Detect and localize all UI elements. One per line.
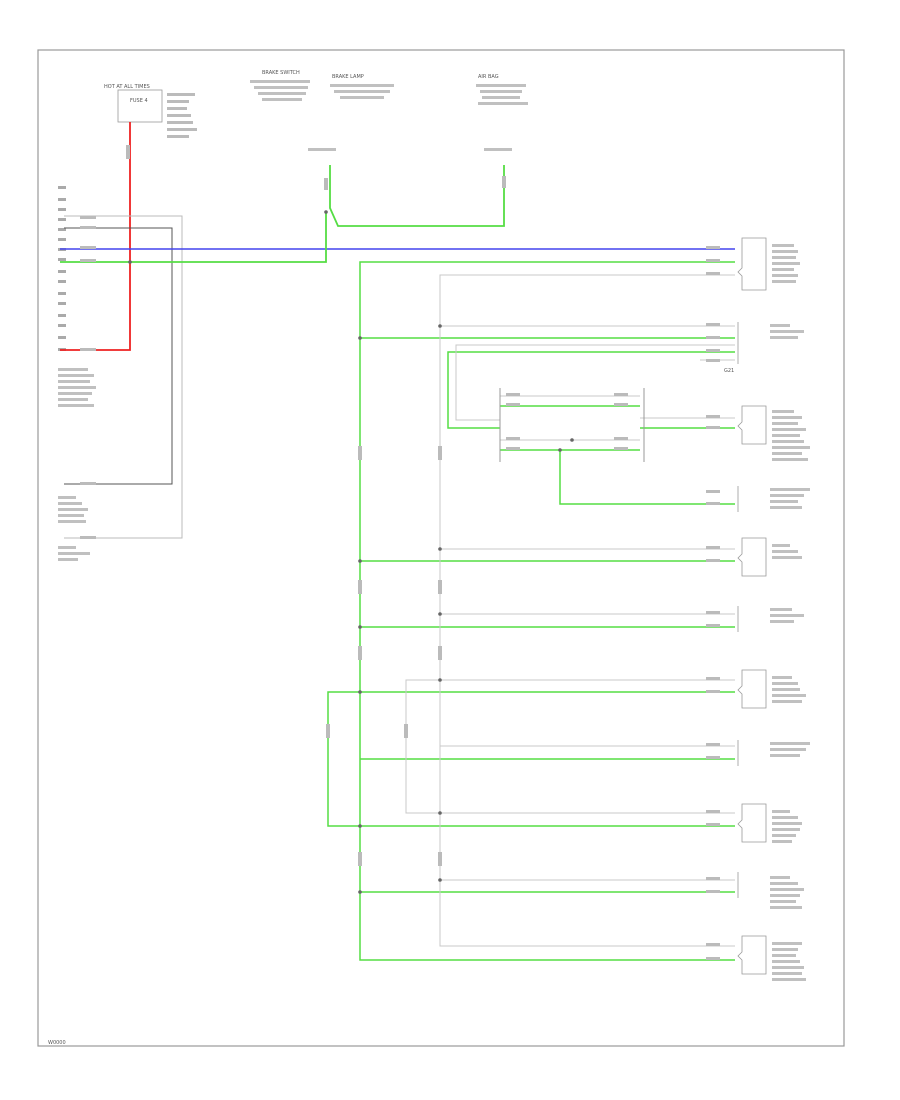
component-notes: [770, 244, 810, 981]
fuse-label: FUSE 4: [130, 98, 148, 104]
wire-green-main: [60, 165, 505, 263]
wire-labels-right: [80, 216, 720, 960]
fuse-box-notes: [167, 93, 197, 138]
header-brake-switch: BRAKE SWITCH: [262, 70, 300, 76]
fuse-box-title: HOT AT ALL TIMES: [104, 84, 150, 90]
footer-code: W0000: [48, 1040, 66, 1046]
wire-red-power: [60, 122, 131, 351]
fuse-box: [117, 89, 163, 123]
header-notes: [250, 80, 528, 151]
main-connector-pins: [58, 186, 66, 351]
wire-gray-bus: [405, 274, 735, 947]
wire-tags: [126, 145, 506, 866]
ground-note: G21: [724, 368, 734, 374]
header-air-bag: AIR BAG: [478, 74, 499, 80]
header-brake-lamp: BRAKE LAMP: [332, 74, 364, 80]
wire-green-bus: [327, 261, 735, 961]
component-connectors: [737, 237, 767, 975]
main-connector-notes: [58, 368, 96, 561]
splice-points: [128, 210, 574, 894]
wire-black-ground: [64, 227, 173, 485]
splice-block: [499, 388, 645, 462]
diagram-frame: [37, 49, 845, 1047]
wire-gray-ground: [64, 215, 183, 539]
